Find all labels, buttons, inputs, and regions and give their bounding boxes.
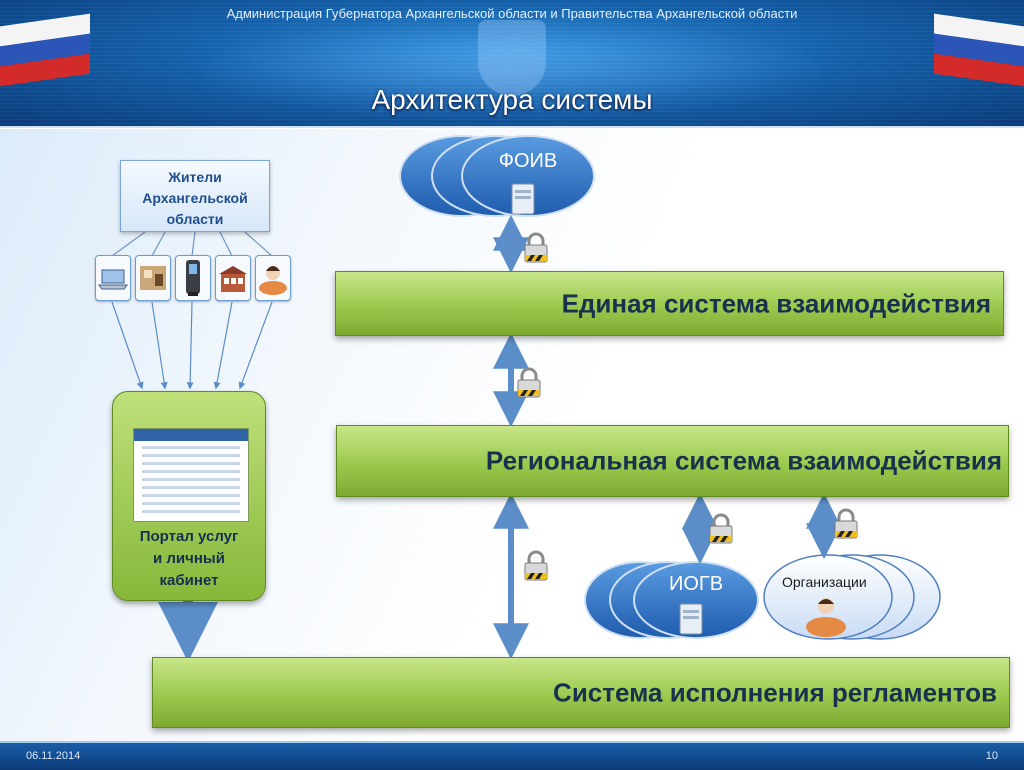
unified-interaction-system-bar: Единая система взаимодействия [335, 271, 1004, 336]
connection-arrows [493, 214, 842, 660]
regional-interaction-system-bar: Региональная система взаимодействия [336, 425, 1009, 497]
server-icon [679, 603, 703, 635]
regulation-execution-system-bar: Система исполнения регламентов [152, 657, 1010, 728]
organizations-cloud [763, 554, 941, 640]
slide-footer: 06.11.2014 10 [0, 741, 1024, 770]
channel-to-portal-arrows [111, 301, 273, 390]
laptop-icon [95, 255, 131, 301]
kiosk-icon [175, 255, 211, 301]
portal-screenshot-thumbnail [133, 428, 249, 522]
operator-icon [806, 598, 846, 637]
office-icon [135, 255, 171, 301]
iogv-label: ИОГВ [668, 573, 724, 595]
server-icon [511, 183, 535, 215]
coat-of-arms-icon [478, 20, 546, 96]
portal-node: Портал услуг и личный кабинет [112, 391, 266, 601]
regulation-execution-system-label: Система исполнения регламентов [553, 677, 997, 707]
page-number: 10 [985, 750, 998, 762]
operator-icon [255, 255, 291, 301]
header-subtitle: Администрация Губернатора Архангельской … [226, 6, 798, 21]
unified-interaction-system-label: Единая система взаимодействия [561, 288, 991, 318]
residents-label-line1: Жители [168, 169, 222, 185]
residents-label-line2: Архангельской [142, 190, 248, 206]
slide-title: Архитектура системы [371, 84, 653, 115]
footer-date: 06.11.2014 [26, 750, 81, 762]
service-center-icon [215, 255, 251, 301]
slide-header: Администрация Губернатора Архангельской … [0, 0, 1024, 128]
world-map-decoration [200, 20, 820, 120]
resident-connector-lines [111, 231, 273, 257]
residents-box: Жители Архангельской области [120, 160, 270, 232]
residents-label-line3: области [166, 211, 224, 227]
padlock-icons [517, 232, 858, 581]
portal-label: Портал услуг и личный кабинет [139, 528, 239, 589]
regional-interaction-system-label: Региональная система взаимодействия [485, 445, 1002, 476]
iogv-cloud [584, 561, 759, 639]
foiv-cloud [399, 135, 595, 217]
organizations-label: Организации [782, 574, 867, 590]
foiv-label: ФОИВ [498, 150, 558, 172]
